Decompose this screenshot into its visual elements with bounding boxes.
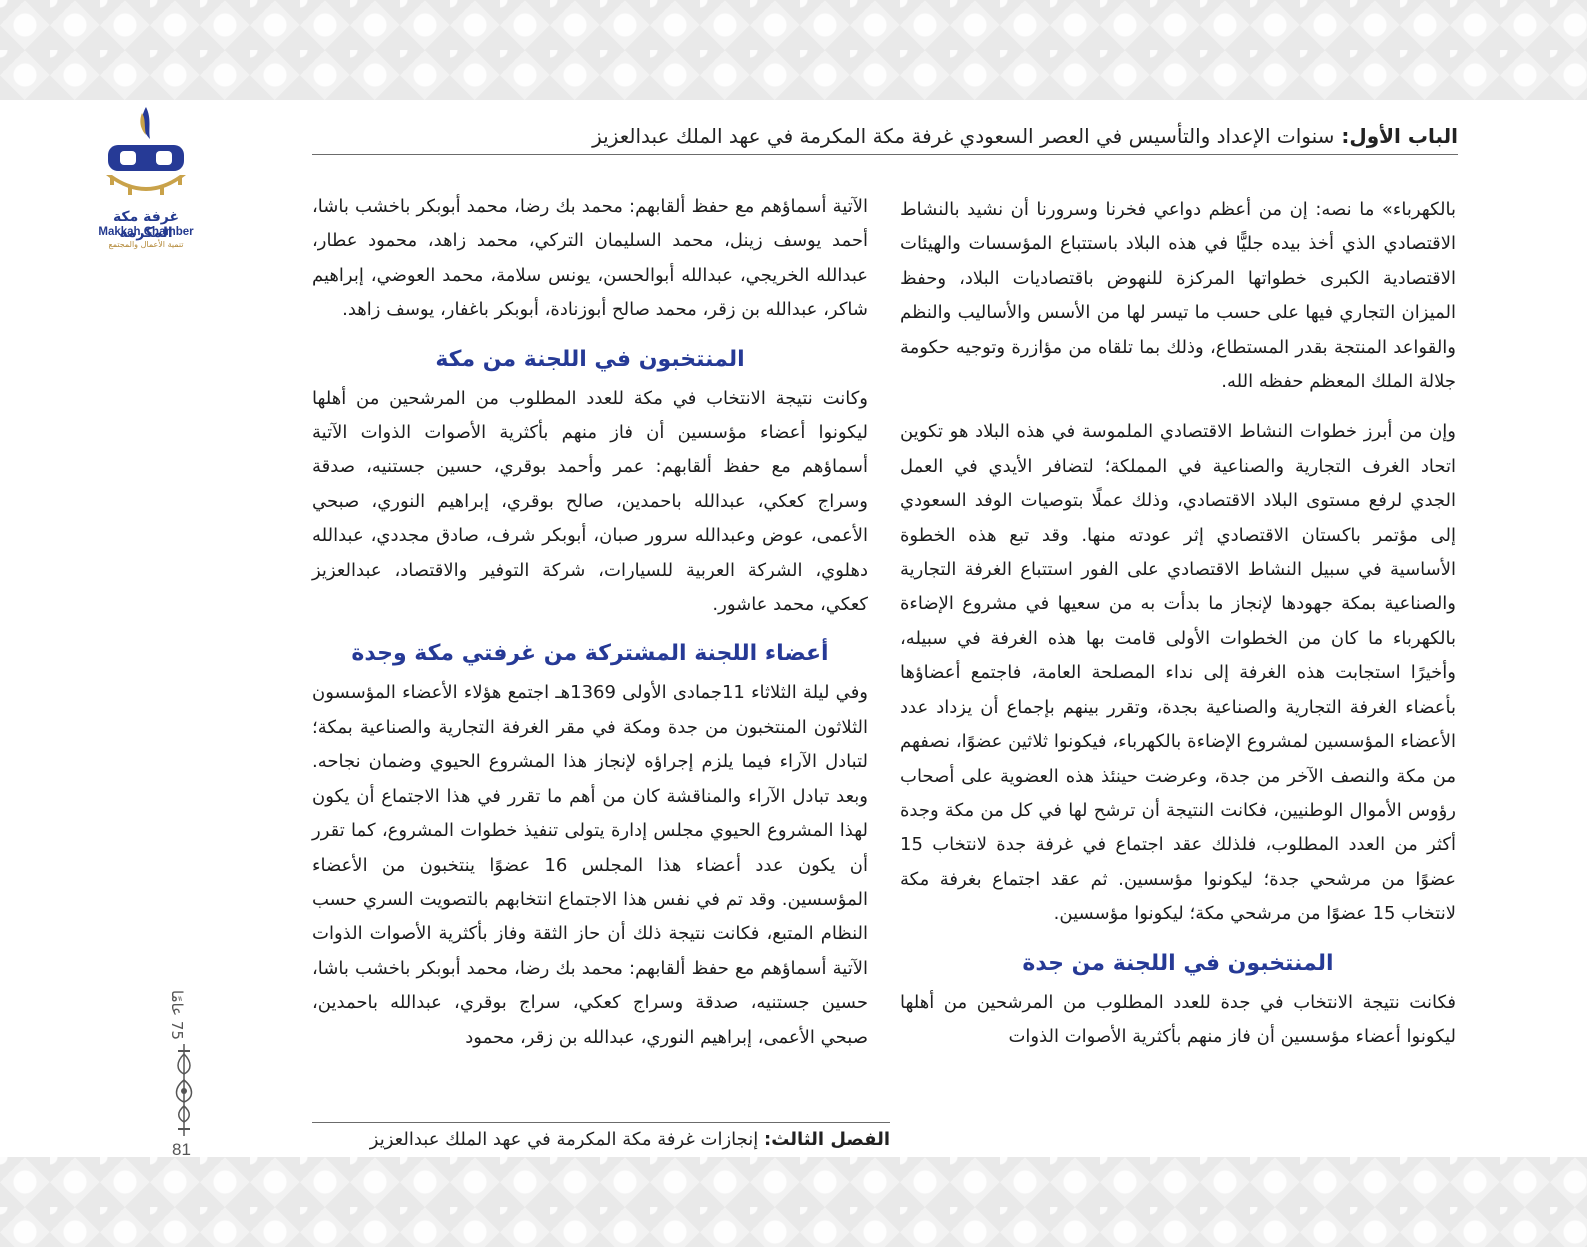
left-heading-joint-committee: أعضاء اللجنة المشتركة من غرفتي مكة وجدة <box>351 641 829 667</box>
makkah-chamber-logo: غرفة مكة المكرمة Makkah Chamber تنمية ال… <box>86 103 206 253</box>
right-paragraph-3: فكانت نتيجة الانتخاب في جدة للعدد المطلو… <box>900 991 1456 1047</box>
page-header: الباب الأول: سنوات الإعداد والتأسيس في ا… <box>312 124 1458 155</box>
bottom-pattern-band <box>0 1157 1587 1247</box>
top-pattern-band <box>0 0 1587 100</box>
right-paragraph-2: وإن من أبرز خطوات النشاط الاقتصادي الملم… <box>900 421 1456 925</box>
page-number: 81 <box>172 1140 191 1159</box>
page: الباب الأول: سنوات الإعداد والتأسيس في ا… <box>0 100 1587 1159</box>
header-text: سنوات الإعداد والتأسيس في العصر السعودي … <box>592 124 1335 148</box>
page-footer: الفصل الثالث: إنجازات غرفة مكة المكرمة ف… <box>312 1122 890 1150</box>
right-column: بالكهرباء» ما نصه: إن من أعظم دواعي فخرن… <box>900 193 1456 1070</box>
vertical-ornament-icon <box>175 1044 193 1136</box>
right-paragraph-1: بالكهرباء» ما نصه: إن من أعظم دواعي فخرن… <box>900 199 1456 393</box>
left-paragraph-1: الآتية أسماؤهم مع حفظ ألقابهم: محمد بك ر… <box>312 196 868 321</box>
years-label: 75 عامًا <box>168 990 186 1040</box>
footer-label: الفصل الثالث: <box>764 1129 890 1150</box>
left-column: الآتية أسماؤهم مع حفظ ألقابهم: محمد بك ر… <box>312 190 868 1071</box>
logo-tagline: تنمية الأعمال والمجتمع <box>108 240 184 249</box>
left-paragraph-2: وكانت نتيجة الانتخاب في مكة للعدد المطلو… <box>312 387 868 616</box>
logo-arabic-name: غرفة مكة المكرمة <box>112 209 180 241</box>
left-paragraph-3: وفي ليلة الثلاثاء 11جمادى الأولى 1369هـ … <box>312 682 868 1048</box>
logo-english-name: Makkah Chamber <box>98 226 194 238</box>
header-label: الباب الأول: <box>1341 124 1458 148</box>
right-heading-jeddah: المنتخبون في اللجنة من جدة <box>1022 950 1334 976</box>
left-heading-makkah: المنتخبون في اللجنة من مكة <box>435 346 745 372</box>
logo-emblem-icon <box>106 107 186 195</box>
footer-text: إنجازات غرفة مكة المكرمة في عهد الملك عب… <box>369 1129 759 1150</box>
